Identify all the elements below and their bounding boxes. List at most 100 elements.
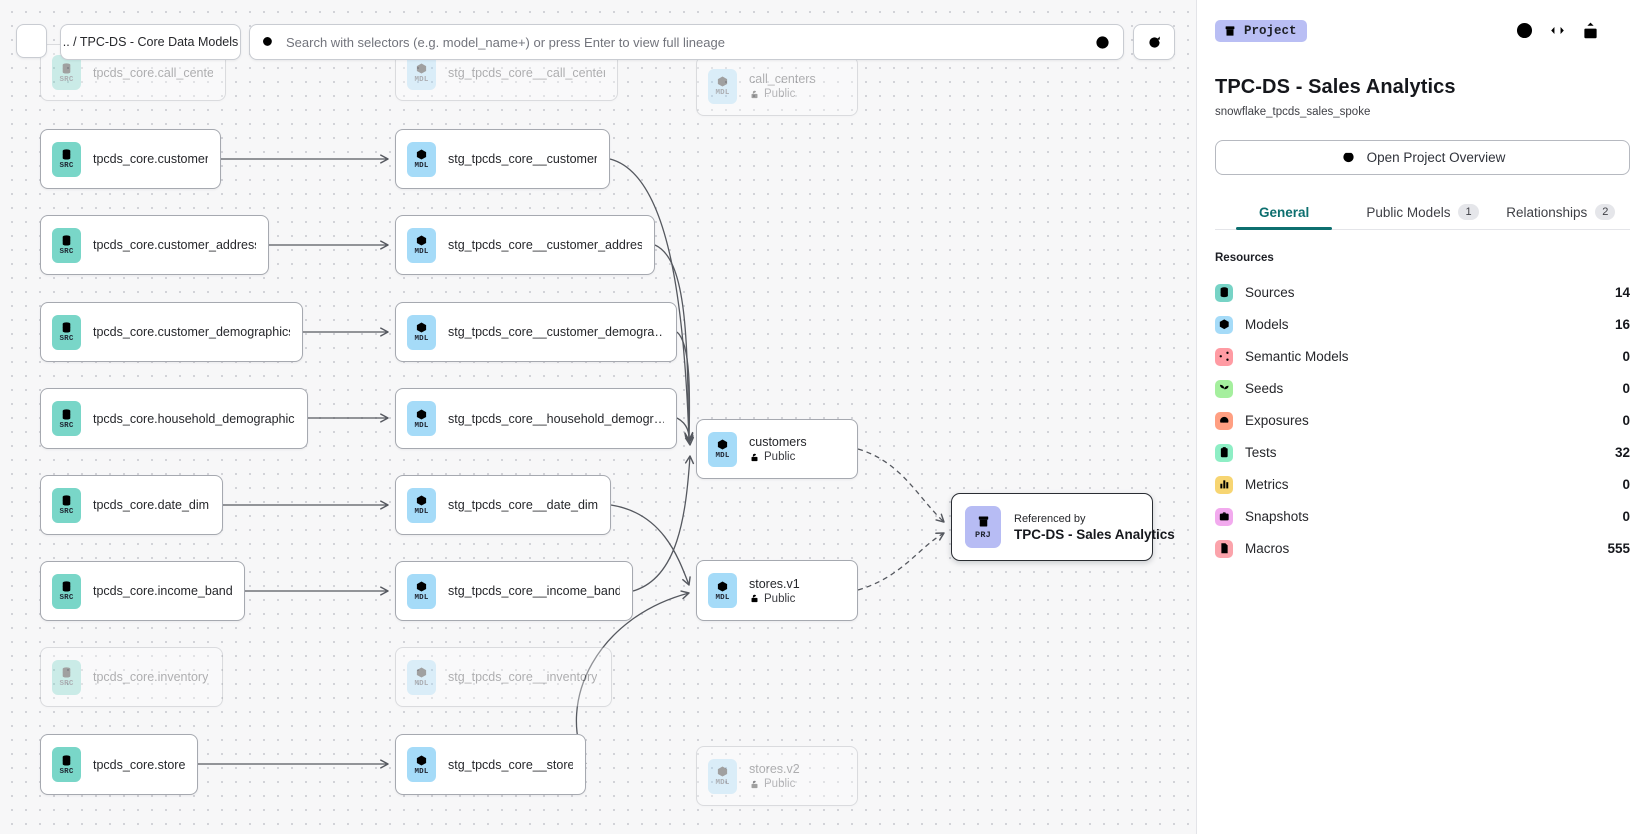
node-kind-label: MDL [414,335,429,343]
node-kind-badge: MDL [407,141,436,177]
open-project-overview-button[interactable]: Open Project Overview [1215,140,1630,175]
lineage-node[interactable]: SRC tpcds_core.customer_demographics [40,302,303,362]
resource-label: Snapshots [1245,509,1309,524]
node-kind-badge: MDL [407,487,436,523]
lineage-node[interactable]: SRC tpcds_core.customer [40,129,221,189]
node-label: stores.v2 [749,762,800,776]
resource-icon-badge [1215,379,1233,398]
close-lineage-button[interactable] [16,24,47,58]
lineage-node[interactable]: MDL stg_tpcds_core__date_dim [395,475,611,535]
resource-count: 0 [1622,349,1630,364]
resource-row[interactable]: Snapshots 0 [1215,501,1630,532]
lineage-node[interactable]: SRC tpcds_core.household_demographics [40,388,308,449]
lineage-node[interactable]: MDL stg_tpcds_core__customer_address [395,215,655,275]
resource-icon-badge [1215,507,1233,526]
resource-row[interactable]: Models 16 [1215,309,1630,340]
lineage-node[interactable]: MDL stg_tpcds_core__customer [395,129,610,189]
node-kind-icon [716,580,729,593]
lineage-node[interactable]: SRC tpcds_core.income_band [40,561,245,621]
share-icon [1580,20,1601,41]
resource-row[interactable]: Semantic Models 0 [1215,341,1630,372]
lineage-canvas[interactable]: SRC tpcds_core.call_center MDL stg_tpcds… [0,0,1196,834]
tab-label: Relationships [1506,204,1588,220]
node-kind-icon [415,408,428,421]
lineage-edge [857,532,945,591]
node-kind-label: MDL [414,767,429,776]
info-icon[interactable] [1094,34,1111,51]
node-kind-label: MDL [414,421,429,430]
resource-row[interactable]: Metrics 0 [1215,469,1630,500]
search-input[interactable] [284,33,1083,51]
lineage-node[interactable]: MDL stg_tpcds_core__customer_demogra… [395,302,677,362]
node-kind-icon [60,754,73,767]
node-kind-icon [716,765,729,778]
lineage-node[interactable]: MDL stores.v1 Public [696,560,858,621]
lineage-node[interactable]: MDL customers Public [696,419,858,479]
node-kind-badge: SRC [52,747,81,782]
node-kind-icon [60,408,73,421]
close-panel-button[interactable] [1612,19,1635,42]
lineage-node[interactable]: MDL stg_tpcds_core__store [395,734,586,795]
lock-open-icon [749,593,760,604]
resource-icon [1218,542,1231,555]
node-label: stores.v1 [749,576,800,591]
resource-row[interactable]: Sources 14 [1215,277,1630,308]
node-kind-icon [716,438,729,451]
node-label: tpcds_core.household_demographics [93,411,295,426]
resource-count: 16 [1614,317,1630,332]
lineage-node[interactable]: MDL stg_tpcds_core__income_band [395,561,633,621]
lineage-node[interactable]: SRC tpcds_core.customer_address [40,215,269,275]
breadcrumb[interactable]: .. / TPC-DS - Core Data Models [60,24,241,60]
node-kind-badge: MDL [708,68,737,104]
panel-tab[interactable]: Public Models 1 [1353,195,1491,229]
resource-icon [1218,286,1231,299]
lineage-node[interactable]: SRC tpcds_core.inventory [40,647,223,707]
node-kind-badge: PRJ [965,506,1001,548]
panel-title: TPC-DS - Sales Analytics [1215,76,1456,98]
node-kind-label: MDL [414,594,429,602]
lineage-node[interactable]: MDL stg_tpcds_core__inventory [395,647,612,707]
node-label: tpcds_core.call_center [93,65,213,80]
resource-label: Seeds [1245,381,1284,396]
resource-row[interactable]: Tests 32 [1215,437,1630,468]
lineage-node[interactable]: SRC tpcds_core.store [40,734,198,795]
resource-icon-badge [1215,539,1233,558]
close-icon [23,33,40,50]
share-button[interactable] [1579,19,1602,42]
resource-label: Semantic Models [1245,349,1349,364]
resource-icon [1218,478,1231,491]
node-label: tpcds_core.inventory [93,670,209,684]
node-access-label: Public [764,451,796,463]
lineage-node[interactable]: MDL stg_tpcds_core__household_demogr… [395,388,677,449]
resource-label: Exposures [1245,413,1309,428]
panel-tab[interactable]: Relationships 2 [1492,195,1630,229]
close-icon [1613,20,1634,41]
node-kind-label: PRJ [975,530,991,540]
resource-label: Macros [1245,541,1290,556]
node-kind-badge: MDL [407,314,436,350]
node-kind-icon [60,234,73,247]
node-label: stg_tpcds_core__household_demogr… [448,411,664,426]
resource-row[interactable]: Exposures 0 [1215,405,1630,436]
lineage-node[interactable]: MDL call_centers Public [696,56,858,116]
resource-row[interactable]: Seeds 0 [1215,373,1630,404]
refresh-lineage-button[interactable] [1133,24,1175,60]
node-kind-icon [415,234,428,247]
project-reference-node[interactable]: PRJ Referenced by TPC-DS - Sales Analyti… [951,493,1175,561]
node-kind-icon [415,494,428,507]
lineage-node[interactable]: SRC tpcds_core.date_dim [40,475,223,535]
node-kind-icon [60,148,73,161]
node-label: stg_tpcds_core__customer_address [448,238,642,252]
lineage-node[interactable]: MDL stores.v2 Public [696,746,858,806]
node-kind-label: SRC [59,508,74,516]
node-kind-badge: MDL [407,659,436,695]
explore-lineage-button[interactable] [1513,19,1536,42]
node-kind-icon [415,754,428,767]
resource-row[interactable]: Macros 555 [1215,533,1630,564]
resource-icon [1218,446,1231,459]
resource-icon-badge [1215,411,1233,430]
node-access-label: Public [764,778,796,790]
node-access: Public [749,778,800,790]
view-code-button[interactable] [1546,19,1569,42]
panel-tab[interactable]: General [1215,195,1353,229]
